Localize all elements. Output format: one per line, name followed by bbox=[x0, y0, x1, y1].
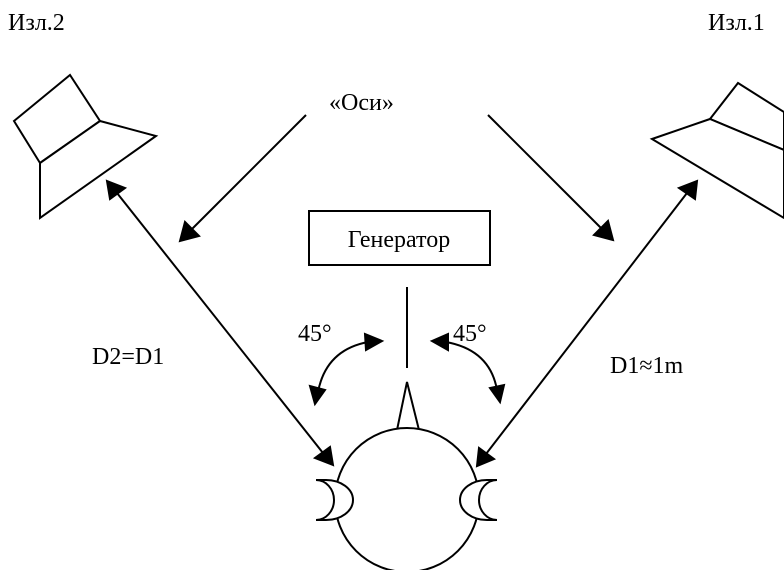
left-ear bbox=[315, 479, 354, 521]
listener-nose bbox=[395, 381, 421, 431]
angle-left-label: 45° bbox=[298, 321, 332, 347]
right-ear bbox=[459, 479, 498, 521]
rotation-arrow-left bbox=[308, 332, 385, 407]
distance-arrow-left bbox=[105, 179, 335, 467]
distance-left-label: D2=D1 bbox=[92, 344, 164, 370]
angle-right-label: 45° bbox=[453, 321, 487, 347]
listener-head bbox=[315, 381, 498, 570]
speaker-right-label: Изл.1 bbox=[708, 10, 765, 36]
speaker-left-icon bbox=[12, 73, 159, 220]
distance-arrow-right bbox=[475, 179, 699, 468]
generator-label: Генератор bbox=[348, 227, 450, 253]
axes-arrow-right bbox=[487, 114, 615, 242]
rotation-arrow-right bbox=[429, 332, 506, 405]
distance-right-label: D1≈1m bbox=[610, 353, 684, 379]
axes-arrow-left bbox=[178, 114, 307, 243]
axes-label: «Оси» bbox=[329, 90, 394, 116]
head-circle bbox=[334, 427, 480, 570]
speaker-right-icon bbox=[649, 81, 784, 220]
speaker-left-label: Изл.2 bbox=[8, 10, 65, 36]
generator-box: Генератор bbox=[308, 210, 491, 266]
